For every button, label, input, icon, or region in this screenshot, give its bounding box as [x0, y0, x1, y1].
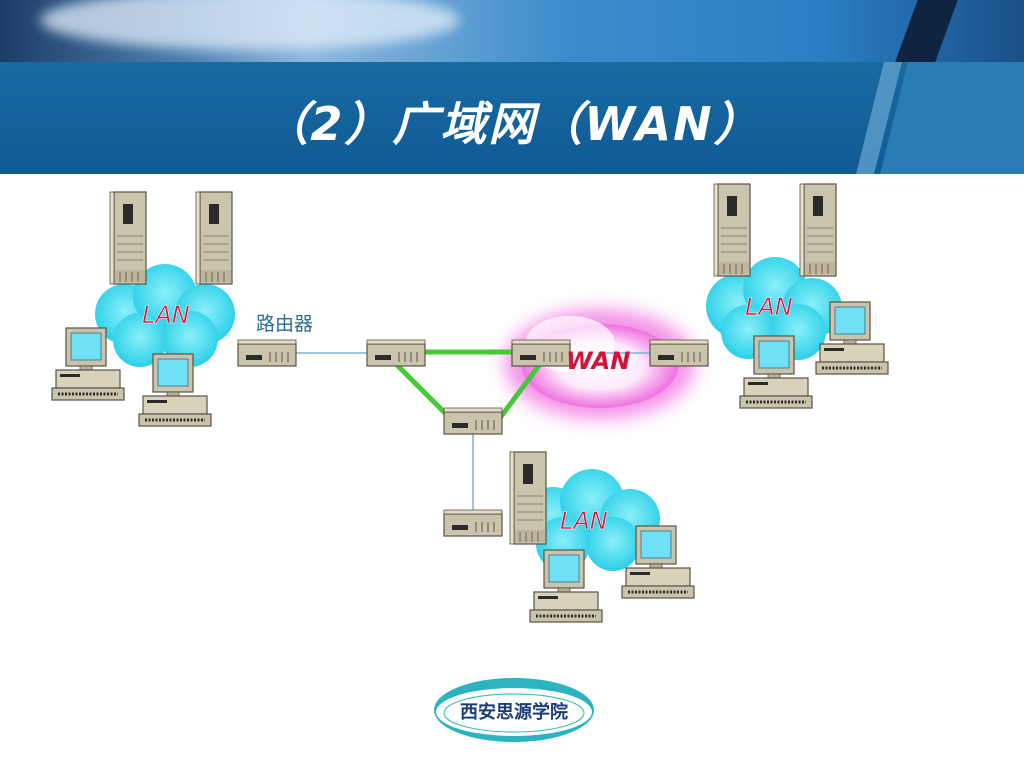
- router-icon: [443, 407, 503, 435]
- header-photo-banner: [0, 0, 1024, 62]
- router-label: 路由器: [256, 313, 313, 335]
- pc-icon: [528, 548, 604, 624]
- router-icon: [649, 339, 709, 367]
- lan-label-bottom: LAN: [560, 507, 608, 535]
- router-icon: [237, 339, 297, 367]
- server-icon: [713, 183, 751, 277]
- banner-dark-stroke: [888, 0, 962, 62]
- router-icon: [366, 339, 426, 367]
- server-icon: [509, 451, 547, 545]
- lan-links: [296, 352, 650, 514]
- server-icon: [195, 191, 233, 285]
- lan-label-left: LAN: [142, 301, 190, 329]
- wan-diagram: LAN LAN LAN WAN 路由器: [50, 183, 890, 624]
- banner-highlight: [40, 0, 460, 50]
- lan-cloud-left: [95, 264, 235, 367]
- title-bar: [0, 62, 1024, 174]
- router-icon: [511, 339, 571, 367]
- router-icon: [443, 509, 503, 537]
- server-icon: [799, 183, 837, 277]
- school-logo: [434, 678, 594, 742]
- school-name: 西安思源学院: [460, 702, 568, 723]
- server-icon: [109, 191, 147, 285]
- page-title: （2）广域网（WAN）: [262, 97, 762, 151]
- lan-label-right: LAN: [745, 293, 793, 321]
- wan-label: WAN: [566, 347, 630, 375]
- wan-links: [394, 349, 543, 420]
